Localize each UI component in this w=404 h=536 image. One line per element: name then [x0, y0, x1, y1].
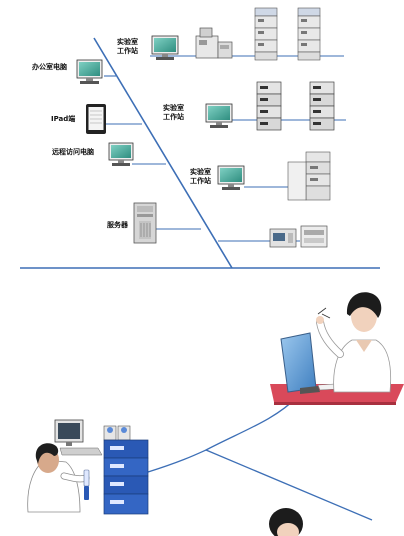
workstation-low-label-line1: 实验室 [190, 168, 211, 176]
workstation-low-label-line2: 工作站 [190, 177, 211, 185]
lab-to-office-line [147, 396, 298, 473]
workstation-top-label-line1: 实验室 [117, 38, 138, 46]
remote-pc-label: 远程访问电脑 [52, 148, 94, 156]
benchtop-analyzer-2-icon [300, 225, 328, 248]
scientist-hair [35, 443, 59, 464]
workstation-top-label: 实验室 工作站 [117, 38, 138, 56]
office-monitor [280, 332, 317, 393]
remote-pc-icon [108, 142, 134, 166]
uplc-instrument-icon [287, 151, 331, 201]
benchtop-analyzer-1-icon [269, 228, 297, 248]
workstation-pc-top-icon [151, 35, 179, 60]
lab-hplc-system [103, 425, 149, 515]
hplc-stack-2-icon [297, 7, 321, 61]
office-desk-scene [270, 292, 404, 405]
office-woman-hair [346, 292, 382, 318]
scientist-body [27, 459, 81, 513]
server-label: 服务器 [107, 221, 128, 229]
workstation-low-label: 实验室 工作站 [190, 168, 211, 186]
office-woman-body [333, 339, 392, 393]
workstation-pc-low-icon [217, 165, 245, 190]
diagonal-backbone-line [93, 37, 233, 269]
lc-stack-2-icon [309, 81, 335, 131]
workstation-mid-label: 实验室 工作站 [163, 104, 184, 122]
workstation-pc-mid-icon [205, 103, 233, 128]
workstation-top-label-line2: 工作站 [117, 47, 138, 55]
branch-to-bottom-line [205, 449, 373, 521]
network-backbone [20, 37, 380, 269]
ipad-label: IPad端 [51, 115, 76, 123]
workstation-mid-label-line1: 实验室 [163, 104, 184, 112]
server-tower-icon [133, 202, 157, 244]
hplc-stack-1-icon [254, 7, 278, 61]
office-pc-icon [76, 59, 103, 84]
bottom-partial-person [269, 508, 303, 536]
workstation-mid-label-line2: 工作站 [163, 113, 184, 121]
scene-connection-lines [147, 396, 373, 521]
lc-stack-1-icon [256, 81, 282, 131]
gc-instrument-icon [195, 27, 233, 59]
lab-scene [27, 419, 149, 515]
office-pc-label: 办公室电脑 [32, 63, 67, 71]
ipad-icon [86, 104, 106, 134]
